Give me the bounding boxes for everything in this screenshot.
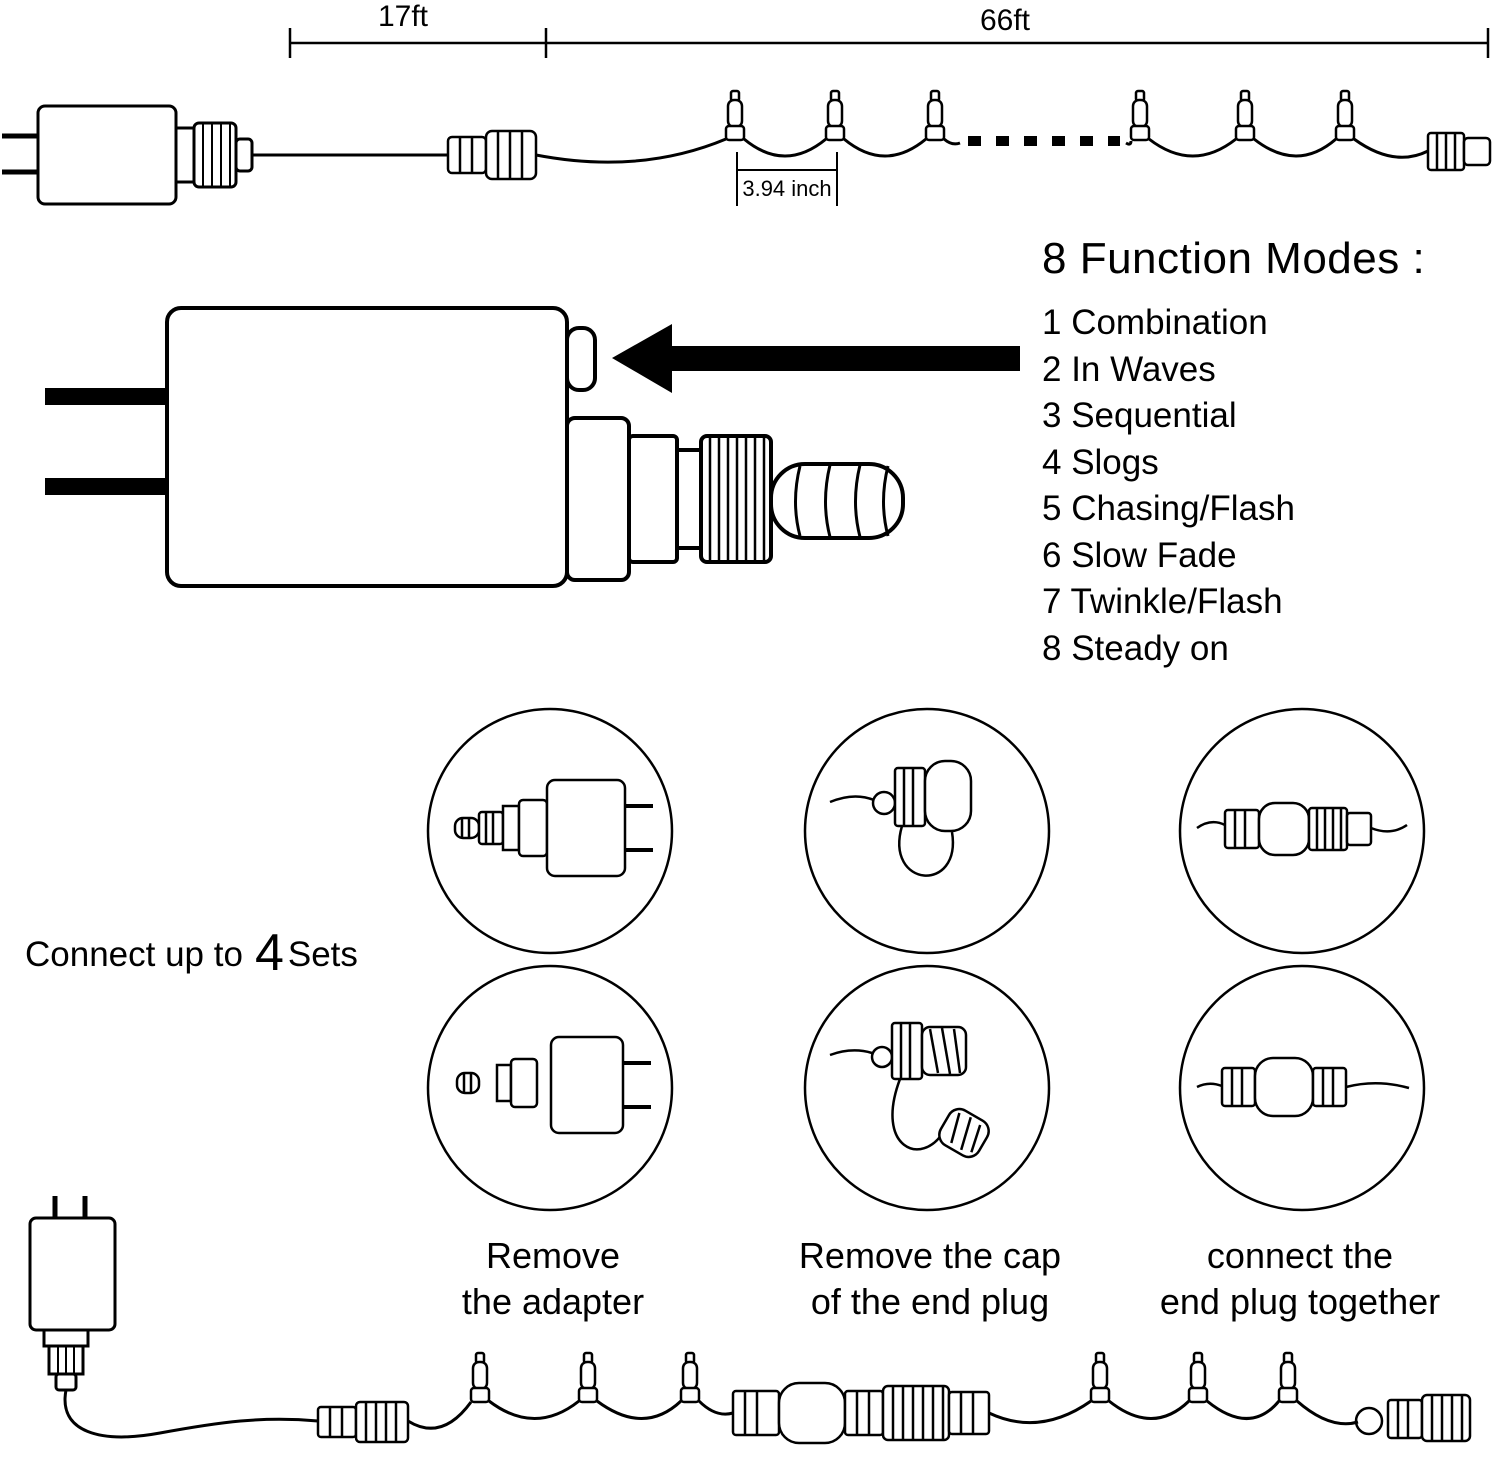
- connect-prefix: Connect up to: [25, 935, 243, 974]
- connected-sets-diagram: [28, 1196, 1472, 1445]
- step-caption-connect-plugs: connect the end plug together: [1115, 1233, 1485, 1325]
- lead-wire: [63, 1389, 319, 1439]
- step-circle-end-plug-capped: [803, 707, 1051, 955]
- light-bulb-icon: [679, 1351, 701, 1404]
- connect-suffix: Sets: [287, 935, 358, 974]
- caption-line: of the end plug: [810, 1281, 1050, 1322]
- inline-connector-icon: [316, 1400, 410, 1444]
- light-bulb-icon: [469, 1351, 491, 1404]
- mode-button: [565, 326, 597, 392]
- mode-button-arrow-icon: [612, 324, 1020, 393]
- mode-item-3: 3 Sequential: [1042, 396, 1237, 435]
- power-adapter-icon: [28, 1196, 117, 1392]
- light-bulb-icon: [1089, 1351, 1111, 1404]
- lead-wire-length-label: 17ft: [378, 0, 429, 33]
- caption-line: end plug together: [1159, 1281, 1441, 1322]
- caption-line: Remove: [485, 1235, 621, 1276]
- light-string-wire: [535, 136, 1429, 164]
- power-adapter-icon: [2, 104, 448, 206]
- thread-ridges: [794, 464, 890, 538]
- mode-item-6: 6 Slow Fade: [1042, 535, 1237, 575]
- mode-item-4: 4 Slogs: [1042, 442, 1159, 482]
- mode-item-7: 7 Twinkle/Flash: [1042, 582, 1283, 621]
- caption-line: Remove the cap: [798, 1235, 1062, 1276]
- light-bulb-icon: [577, 1351, 599, 1404]
- mode-item-8: 8 Steady on: [1042, 628, 1229, 668]
- threaded-tip: [769, 462, 905, 540]
- light-bulb-icon: [1334, 89, 1356, 142]
- light-string-wire: [407, 1399, 734, 1430]
- set-to-set-connector-icon: [731, 1381, 991, 1445]
- sets-count: 4: [254, 924, 284, 982]
- light-bulb-icon: [824, 89, 846, 142]
- step-caption-remove-adapter: Remove the adapter: [403, 1233, 703, 1325]
- light-bulb-icon: [1187, 1351, 1209, 1404]
- function-modes-block: 8 Function Modes : 1 Combination 2 In Wa…: [1042, 234, 1500, 672]
- mode-item-1: 1 Combination: [1042, 303, 1268, 342]
- mode-item-5: 5 Chasing/Flash: [1042, 489, 1295, 528]
- length-dimension-diagram: 17ft 66ft: [2, 0, 1492, 206]
- inline-connector-icon: [446, 129, 538, 181]
- light-bulb-icon: [1234, 89, 1256, 142]
- plug-prongs: [45, 388, 167, 495]
- light-bulb-icon: [1277, 1351, 1299, 1404]
- light-bulb-icon: [724, 89, 746, 142]
- step-circle-adapter-removed: [426, 964, 674, 1212]
- lit-length-label: 66ft: [980, 4, 1031, 37]
- step-circle-cap-removed: [803, 964, 1051, 1212]
- light-bulb-icon: [924, 89, 946, 142]
- step-caption-remove-cap: Remove the cap of the end plug: [755, 1233, 1105, 1325]
- bulb-spacing-label: 3.94 inch: [742, 176, 831, 201]
- caption-line: the adapter: [461, 1281, 645, 1322]
- end-plug-icon: [1426, 131, 1492, 172]
- step-circle-plugs-joined: [1178, 707, 1426, 955]
- knurled-ring-ribs: [708, 436, 766, 562]
- bulb-spacing-measure: [736, 152, 838, 206]
- step-circle-adapter-attached: [426, 707, 674, 955]
- adapter-mode-button-diagram: [45, 306, 1020, 588]
- function-modes-title: 8 Function Modes :: [1042, 234, 1426, 283]
- step-circle-end-plugs-connected: [1178, 964, 1426, 1212]
- adapter-body-illustration: [165, 306, 905, 588]
- end-plug-loop-icon: [1354, 1393, 1472, 1443]
- dimension-lines: [288, 28, 1490, 58]
- light-string-wire: [988, 1399, 1359, 1426]
- mode-item-2: 2 In Waves: [1042, 349, 1216, 389]
- light-bulb-icon: [1129, 89, 1151, 142]
- caption-line: connect the: [1206, 1235, 1394, 1276]
